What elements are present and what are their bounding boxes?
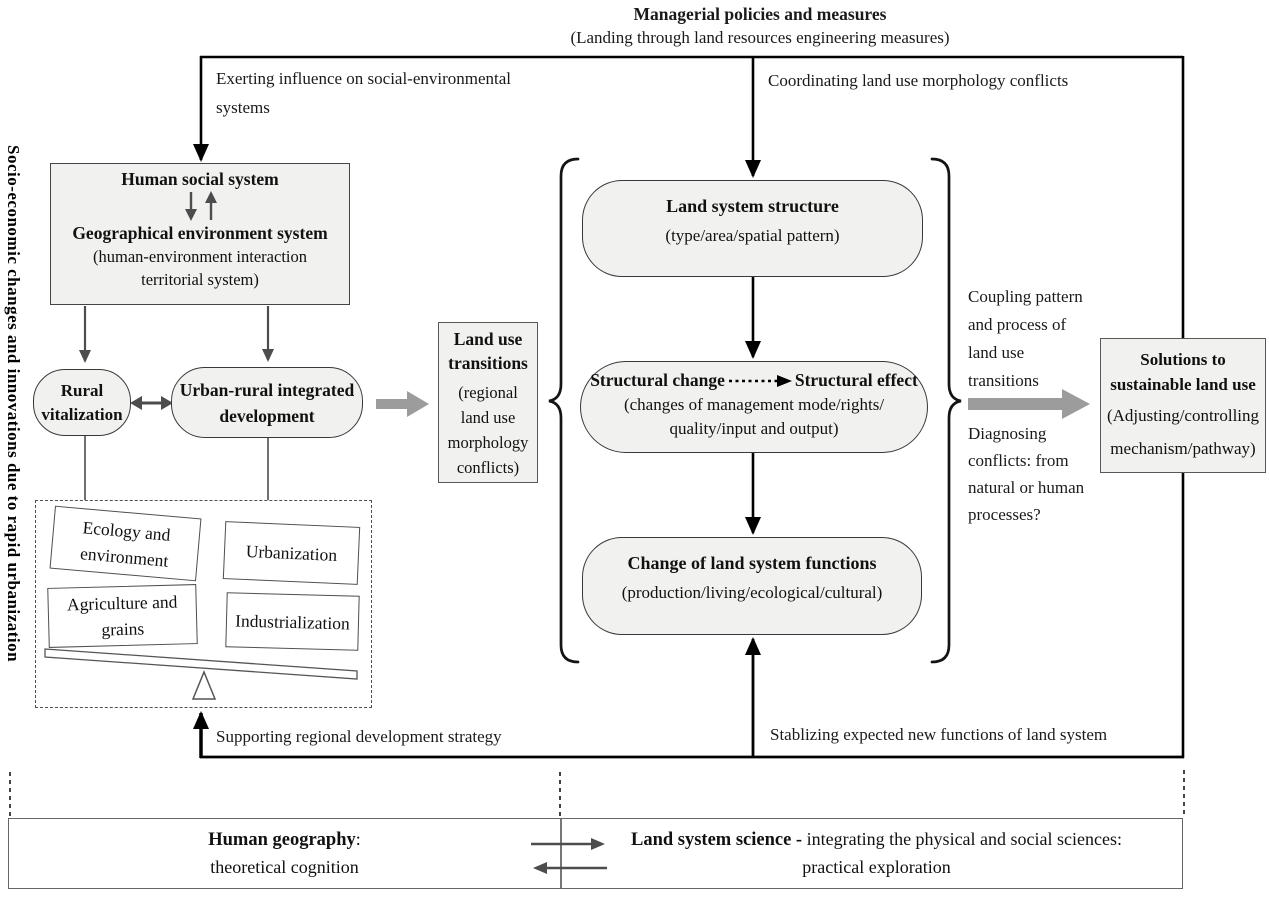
dotted-arrow-icon [728, 374, 792, 387]
exchange-arrows-icon [531, 838, 607, 874]
oval-rural-vitalization: Rural vitalization [33, 369, 131, 436]
label-diagnosing-conflicts: Diagnosing conflicts: from natural or hu… [968, 424, 1085, 524]
structural-change-label: Structural change [590, 370, 725, 390]
double-arrow-icon [130, 396, 173, 410]
label-supporting: Supporting regional development strategy [216, 727, 502, 746]
box-solutions-sustainable: Solutions to sustainable land use (Adjus… [1100, 338, 1266, 473]
factor-urbanization: Urbanization [222, 521, 361, 585]
header: Managerial policies and measures (Landin… [520, 3, 1000, 49]
footer-divider [560, 819, 562, 888]
solutions-title: Solutions to sustainable land use [1110, 350, 1256, 394]
land-use-transitions-note: (regional land use morphology conflicts) [447, 383, 529, 477]
land-system-science-rest: integrating the physical and social scie… [802, 829, 1122, 849]
label-stablizing: Stablizing expected new functions of lan… [770, 725, 1108, 744]
page-title: Managerial policies and measures [633, 4, 887, 24]
fulcrum-triangle-icon [191, 670, 217, 700]
factor-industrialization: Industrialization [225, 592, 360, 651]
functions-note: (production/living/ecological/cultural) [621, 583, 883, 602]
human-geography-bold: Human geography [208, 830, 356, 850]
human-geography-colon: : [355, 829, 361, 849]
interaction-down-up-arrows-icon [185, 191, 217, 221]
label-coordinating: Coordinating land use morphology conflic… [768, 71, 1069, 90]
footer-human-geography: Human geography: theoretical cognition [9, 819, 560, 888]
box-land-system-structure: Land system structure (type/area/spatial… [582, 180, 923, 277]
footer-bar: Human geography: theoretical cognition L… [8, 818, 1183, 889]
seesaw-bar [44, 648, 358, 680]
factor-agriculture: Agriculture and grains [47, 584, 198, 648]
box-change-of-functions: Change of land system functions (product… [582, 537, 922, 635]
geo-system-note: (human-environment interaction territori… [93, 247, 307, 289]
land-use-transitions-title: Land use transitions [448, 329, 528, 373]
solutions-note: (Adjusting/controlling mechanism/pathway… [1106, 406, 1260, 458]
oval-urban-rural-development: Urban-rural integrated development [171, 367, 363, 438]
human-social-system-title: Human social system [121, 169, 279, 189]
structural-effect-label: Structural effect [794, 370, 918, 390]
page-subtitle: (Landing through land resources engineer… [570, 28, 950, 47]
land-system-science-bold: Land system science - [630, 830, 803, 850]
right-brace [930, 157, 962, 664]
geographical-environment-title: Geographical environment system [72, 223, 328, 243]
human-geography-sub: theoretical cognition [210, 857, 359, 877]
left-brace [548, 157, 580, 664]
functions-title: Change of land system functions [627, 553, 877, 573]
block-arrow-to-solutions-icon [968, 389, 1090, 419]
box-land-use-transitions: Land use transitions (regional land use … [438, 322, 538, 483]
side-axis-label: Socio-economic changes and innovations d… [4, 145, 23, 663]
box-structural-change-effect: Structural change Structural effect (cha… [580, 361, 928, 453]
block-arrow-to-transitions-icon [376, 391, 429, 417]
structural-note: (changes of management mode/rights/ qual… [623, 395, 885, 438]
land-system-structure-title: Land system structure [666, 196, 839, 216]
footer-land-system-science: Land system science - integrating the ph… [569, 819, 1184, 888]
label-coupling-pattern: Coupling pattern and process of land use… [968, 287, 1083, 390]
factor-ecology: Ecology and environment [49, 505, 202, 582]
pressure-factors-dashed-box [35, 500, 372, 708]
land-system-structure-note: (type/area/spatial pattern) [665, 226, 840, 245]
box-human-environment-system: Human social system Geographical environ… [50, 163, 350, 305]
label-exerting-influence: Exerting influence on social-environment… [216, 69, 512, 117]
land-system-science-sub: practical exploration [802, 857, 951, 877]
